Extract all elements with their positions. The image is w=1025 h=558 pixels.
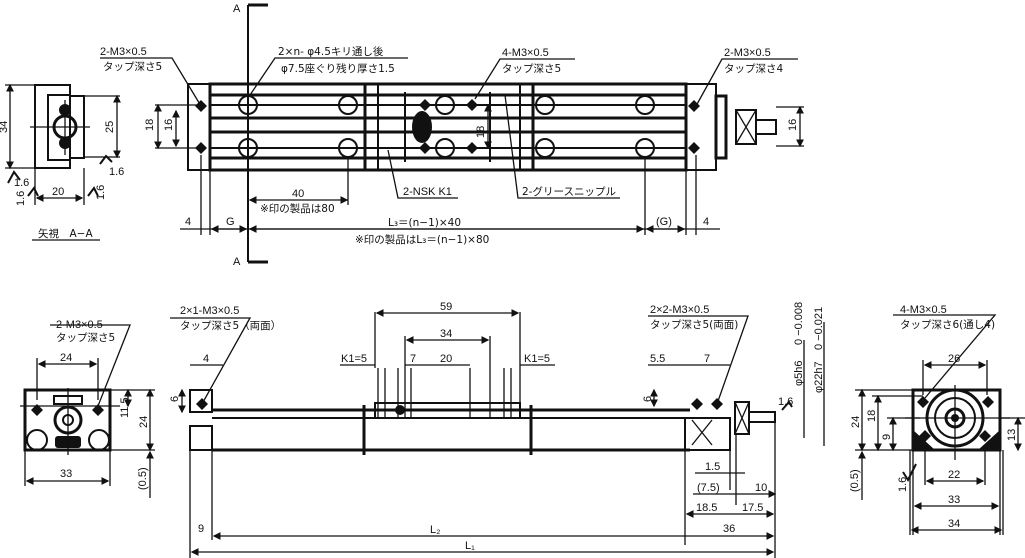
callout-carriage-tap-depth: タップ深さ5 bbox=[502, 63, 561, 75]
callout-side-left-tap-depth: タップ深さ5（両面） bbox=[180, 320, 281, 332]
dim-11-5: 11.5 bbox=[119, 397, 131, 418]
dim-pitch-40: 40 bbox=[292, 188, 304, 200]
dim-33-right: 33 bbox=[948, 494, 960, 506]
tap-holes bbox=[195, 99, 700, 154]
dim-18-left: 18 bbox=[144, 119, 156, 131]
dim-7-right: 7 bbox=[704, 353, 710, 365]
carriage bbox=[363, 82, 535, 172]
dim-4-side: 4 bbox=[203, 353, 209, 365]
dim-20: 20 bbox=[440, 353, 452, 365]
callout-right-tap-depth: タップ深さ4 bbox=[724, 63, 783, 75]
dim-34-carriage: 34 bbox=[440, 328, 452, 340]
dim-4-left: 4 bbox=[185, 216, 191, 228]
callout-left-tap-depth: タップ深さ5 bbox=[103, 61, 162, 73]
dim-36: 36 bbox=[723, 523, 735, 535]
dim-4-right: 4 bbox=[703, 216, 709, 228]
dim-10: 10 bbox=[755, 482, 767, 494]
dim-18-5: 18.5 bbox=[696, 502, 717, 514]
dim-shaft-5h6: φ5h6 bbox=[793, 361, 805, 387]
callout-carriage-tap-size: 4-M3×0.5 bbox=[502, 47, 549, 59]
dim-l2: L₂ bbox=[430, 524, 440, 536]
callout-end-tap-depth: タップ深さ5 bbox=[56, 332, 115, 344]
callout-end-right-tap-size: 4-M3×0.5 bbox=[900, 304, 947, 316]
dim-16-left: 16 bbox=[163, 119, 175, 131]
top-view: A A 2-M3×0.5 bbox=[100, 3, 804, 268]
dim-22: 22 bbox=[948, 469, 960, 481]
dim-24-right: 24 bbox=[850, 416, 862, 428]
end-view-right: 4-M3×0.5 タップ深さ6(通し4) 26 24 18 9 13 (0.5)… bbox=[849, 304, 1025, 535]
shaft-side bbox=[748, 411, 776, 423]
dim-13: 13 bbox=[1006, 429, 1018, 441]
dim-9: 9 bbox=[198, 523, 204, 535]
dim-1-5: 1.5 bbox=[705, 461, 720, 473]
roughness-1-6-c: 1.6 bbox=[15, 191, 27, 206]
callout-side-right-tap-size: 2×2-M3×0.5 bbox=[650, 304, 709, 316]
callout-mount-holes: 2×n- φ4.5キリ通し後 bbox=[278, 45, 384, 58]
shaft bbox=[755, 119, 777, 135]
dim-boss-tolerance: 0 −0.021 bbox=[813, 307, 825, 350]
dim-26: 26 bbox=[948, 353, 960, 365]
dim-34-right: 34 bbox=[948, 518, 960, 530]
end-block-left bbox=[187, 83, 211, 171]
callout-counterbore: φ7.5座ぐり残り厚さ1.5 bbox=[281, 62, 395, 75]
section-view-a-a: 34 25 20 1.6 1.6 1.6 1.6 矢視 A−A bbox=[0, 83, 124, 241]
dim-k1-right: K1=5 bbox=[524, 353, 550, 365]
roughness-side: 1.6 bbox=[778, 396, 793, 408]
dim-18-carriage: 18 bbox=[475, 126, 487, 138]
dim-pitch-note: ※印の製品は80 bbox=[260, 202, 335, 215]
dim-59: 59 bbox=[440, 301, 452, 313]
callout-side-left-tap-size: 2×1-M3×0.5 bbox=[180, 305, 239, 317]
roughness-right: 1.6 bbox=[897, 477, 909, 492]
dim-20: 20 bbox=[52, 186, 64, 198]
callout-left-tap-size: 2-M3×0.5 bbox=[100, 46, 147, 58]
dim-16-right: 16 bbox=[787, 119, 799, 131]
carriage-center-mark bbox=[412, 111, 432, 143]
dim-9-right: 9 bbox=[881, 434, 893, 440]
roughness-1-6-b: 1.6 bbox=[109, 166, 124, 178]
dim-24-height: 24 bbox=[138, 416, 150, 428]
section-mark-top: A bbox=[233, 3, 241, 15]
dim-25: 25 bbox=[104, 121, 116, 133]
dim-24-top: 24 bbox=[60, 352, 72, 364]
dim-7-left: 7 bbox=[410, 353, 416, 365]
dim-l3-note: ※印の製品はL₃＝(n−1)×80 bbox=[355, 233, 489, 246]
section-title: 矢視 A−A bbox=[38, 227, 93, 240]
dim-0-5: (0.5) bbox=[137, 467, 149, 490]
callout-grease-nipple: 2-グリースニップル bbox=[522, 185, 616, 198]
dim-5-5: 5.5 bbox=[650, 353, 665, 365]
callout-nsk-k1: 2-NSK K1 bbox=[403, 186, 452, 198]
dim-7-5: (7.5) bbox=[697, 482, 720, 494]
callout-side-right-tap-depth: タップ深さ5(両面) bbox=[650, 319, 738, 331]
end-view-left: 2-M3×0.5 タップ深さ5 24 11.5 24 (0.5) 33 bbox=[20, 319, 155, 498]
roughness-1-6-a: 1.6 bbox=[14, 177, 29, 189]
section-arrow bbox=[248, 3, 268, 264]
dim-l1: L₁ bbox=[465, 540, 475, 552]
roughness-1-6-d: 1.6 bbox=[95, 185, 107, 200]
callout-right-tap-size: 2-M3×0.5 bbox=[724, 47, 771, 59]
dim-18-right: 18 bbox=[866, 410, 878, 422]
dim-17-5: 17.5 bbox=[742, 502, 763, 514]
dim-g-left: G bbox=[226, 216, 235, 228]
section-mark-bottom: A bbox=[233, 256, 241, 268]
dim-34: 34 bbox=[0, 121, 10, 133]
dim-33: 33 bbox=[60, 468, 72, 480]
dim-boss-22h7: φ22h7 bbox=[813, 361, 825, 393]
dim-6-left: 6 bbox=[169, 396, 181, 402]
callout-end-right-tap-depth: タップ深さ6(通し4) bbox=[900, 319, 995, 331]
side-view: 2×1-M3×0.5 タップ深さ5（両面） 2×2-M3×0.5 タップ深さ5(… bbox=[169, 301, 825, 558]
dim-0-5-right: (0.5) bbox=[849, 469, 861, 492]
dim-shaft-tolerance: 0 −0.008 bbox=[793, 302, 805, 345]
dim-6-right: 6 bbox=[642, 396, 654, 402]
dim-k1-left: K1=5 bbox=[341, 353, 367, 365]
dim-l3: L₃＝(n−1)×40 bbox=[388, 217, 461, 229]
motor-housing-side bbox=[684, 417, 731, 451]
dim-g-right: (G) bbox=[656, 216, 672, 228]
callout-end-tap-size: 2-M3×0.5 bbox=[56, 319, 103, 331]
